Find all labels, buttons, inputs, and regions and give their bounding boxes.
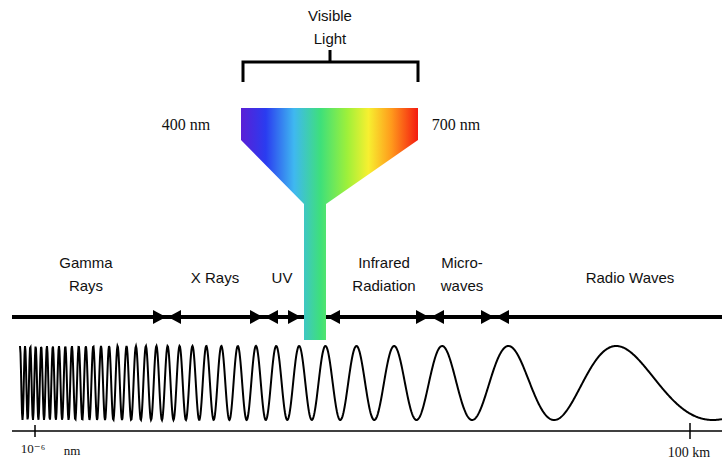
wavelength-label: 700 nm <box>421 113 491 136</box>
band-axis <box>12 310 722 324</box>
wave-axis <box>12 423 722 439</box>
scale-label: 100 km <box>659 441 719 464</box>
visible-funnel <box>241 108 418 340</box>
visible-bracket <box>243 50 418 82</box>
band-label: UV <box>265 266 299 289</box>
scale-label: 10⁻⁶ <box>13 437 53 460</box>
band-label: Infrared Radiation <box>344 251 424 297</box>
band-label: Radio Waves <box>575 266 685 289</box>
bracket-title: Visible Light <box>290 4 370 50</box>
wavelength-label: 400 nm <box>151 113 221 136</box>
scale-label: nm <box>57 439 87 462</box>
band-label: Gamma Rays <box>46 251 126 297</box>
band-label: Micro- waves <box>435 251 489 297</box>
wave-curve <box>20 346 722 420</box>
band-label: X Rays <box>180 266 250 289</box>
